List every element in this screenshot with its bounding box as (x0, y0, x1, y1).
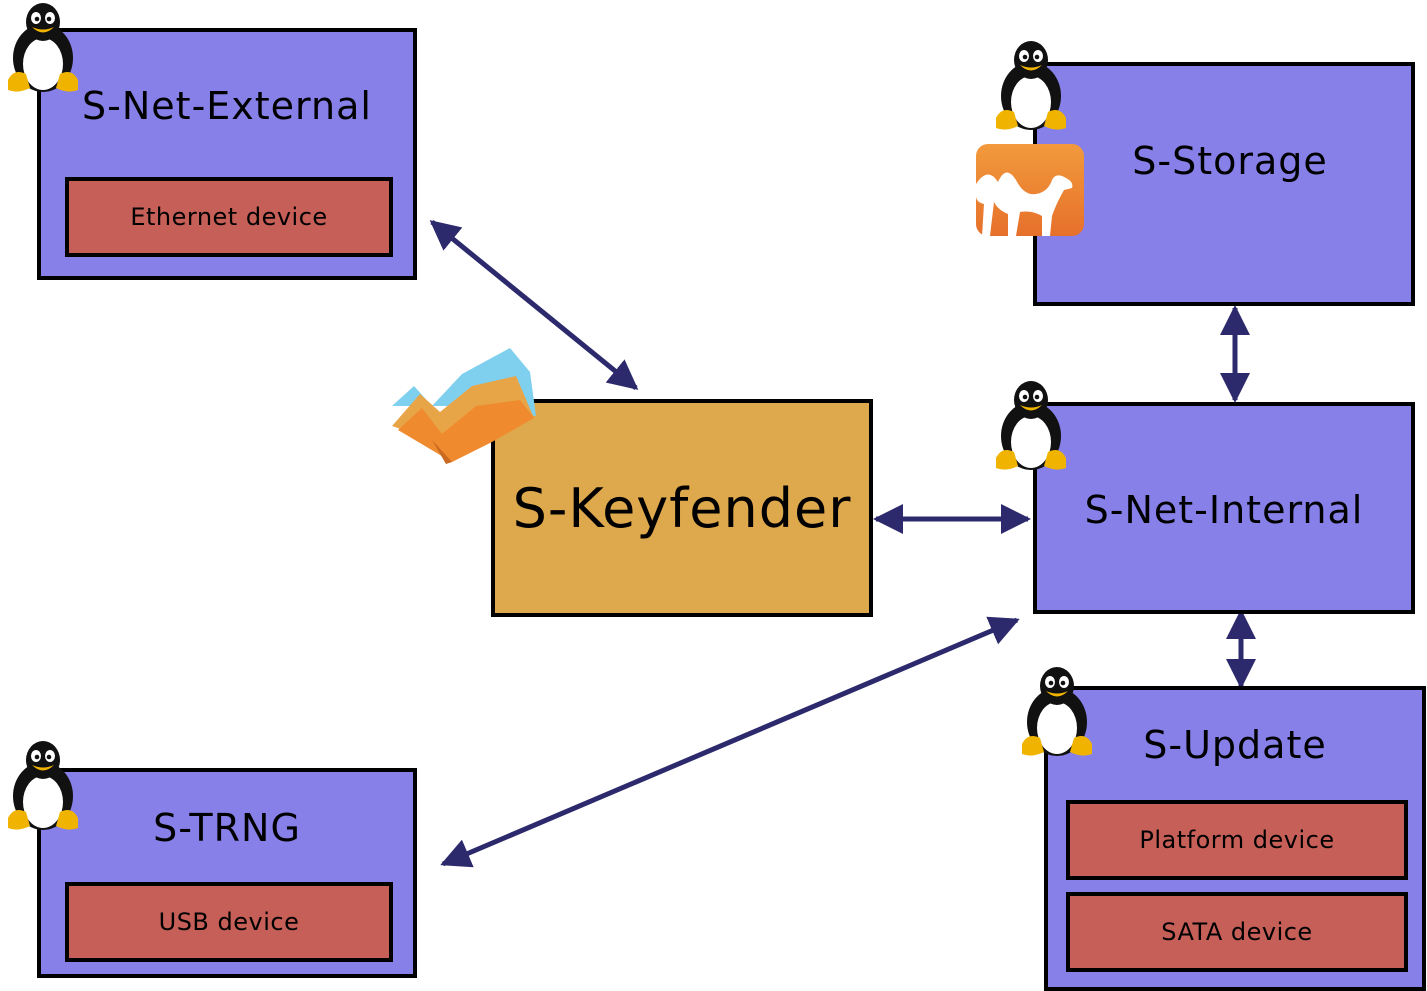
node-storage: S-Storage (1033, 62, 1415, 306)
node-trng: S-TRNG USB device (37, 768, 417, 978)
linux-tux-icon (996, 381, 1066, 470)
node-title: S-Update (1143, 723, 1327, 767)
node-title: S-Storage (1132, 139, 1328, 183)
node-net-external: S-Net-External Ethernet device (37, 28, 417, 280)
node-title: S-Net-External (82, 84, 372, 128)
mirageos-logo-icon (392, 348, 536, 464)
device-label: Ethernet device (130, 203, 328, 231)
device-ethernet: Ethernet device (65, 177, 393, 257)
node-update: S-Update Platform device SATA device (1044, 686, 1426, 991)
linux-tux-icon (8, 3, 78, 92)
node-keyfender: S-Keyfender (491, 399, 873, 617)
device-label: SATA device (1161, 918, 1313, 946)
node-title: S-Net-Internal (1084, 488, 1364, 532)
ocaml-camel-icon (976, 144, 1084, 236)
device-sata: SATA device (1066, 892, 1408, 972)
device-label: Platform device (1139, 826, 1335, 854)
device-usb: USB device (65, 882, 393, 962)
linux-tux-icon (996, 41, 1066, 130)
node-net-internal: S-Net-Internal (1033, 402, 1415, 614)
linux-tux-icon (1022, 667, 1092, 756)
node-title: S-Keyfender (512, 477, 852, 540)
node-title: S-TRNG (153, 806, 301, 850)
device-label: USB device (158, 908, 300, 936)
device-platform: Platform device (1066, 800, 1408, 880)
linux-tux-icon (8, 741, 78, 830)
arrow-net-internal-trng (440, 616, 1020, 868)
